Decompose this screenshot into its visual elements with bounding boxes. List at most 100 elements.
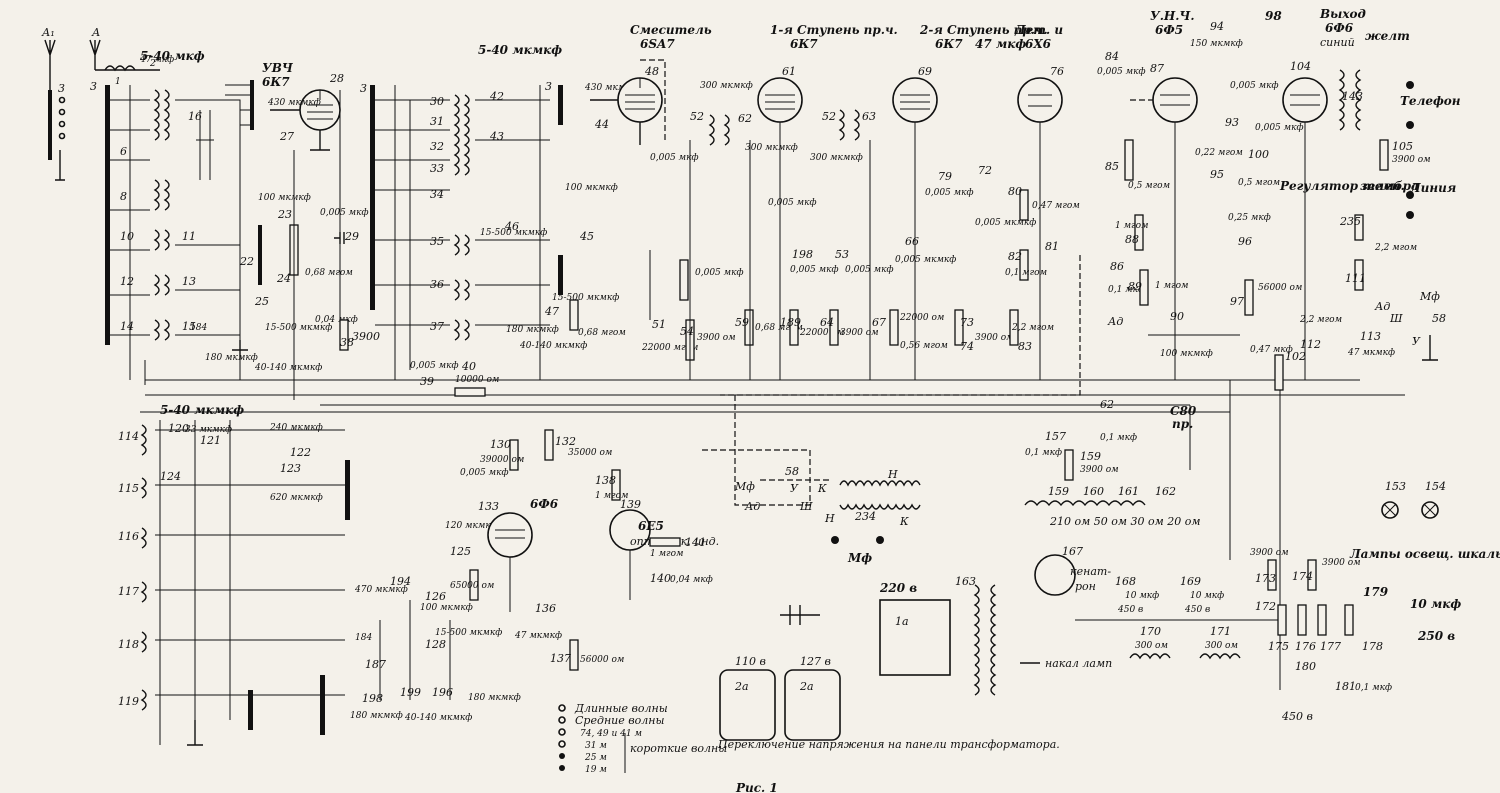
- svg-text:0,005 мкф: 0,005 мкф: [1255, 123, 1304, 133]
- svg-text:27: 27: [279, 130, 294, 143]
- stage-detector: 47 мкф Дет. и 6Х6 76 80 0,47 мгом 82 0,1…: [975, 23, 1123, 380]
- svg-text:52: 52: [822, 110, 836, 123]
- svg-text:240 мкмкф: 240 мкмкф: [269, 423, 323, 433]
- svg-text:250 в: 250 в: [1417, 629, 1455, 643]
- svg-text:2,2 мгом: 2,2 мгом: [1011, 323, 1054, 333]
- svg-text:3900 ом: 3900 ом: [1250, 548, 1289, 558]
- svg-text:31: 31: [430, 115, 444, 128]
- svg-text:28: 28: [329, 72, 344, 85]
- svg-text:105: 105: [1392, 140, 1413, 153]
- svg-text:25 м: 25 м: [584, 753, 607, 763]
- svg-text:накал ламп: накал ламп: [1045, 657, 1112, 670]
- svg-text:У: У: [1412, 335, 1421, 348]
- svg-text:16: 16: [188, 110, 202, 123]
- svg-text:10 мкф: 10 мкф: [1190, 591, 1224, 601]
- svg-text:Н: Н: [887, 468, 898, 481]
- svg-text:44: 44: [594, 118, 609, 131]
- svg-text:24: 24: [276, 272, 291, 285]
- svg-text:1 мгом: 1 мгом: [1155, 281, 1188, 291]
- svg-text:10000 ом: 10000 ом: [455, 375, 499, 385]
- svg-text:180 мкмкф: 180 мкмкф: [350, 711, 403, 721]
- svg-text:104: 104: [1290, 60, 1311, 73]
- svg-text:63: 63: [862, 110, 876, 123]
- svg-text:К: К: [817, 482, 827, 495]
- svg-text:100 мкмкф: 100 мкмкф: [258, 193, 311, 203]
- band-short: короткие волны: [630, 742, 727, 755]
- svg-text:189: 189: [780, 316, 801, 329]
- svg-text:130: 130: [490, 438, 511, 451]
- svg-text:51: 51: [652, 318, 666, 331]
- svg-text:22000 мгом: 22000 мгом: [641, 343, 698, 353]
- svg-text:0,47 мгом: 0,47 мгом: [1032, 201, 1080, 211]
- stage-if2-tube: 6К7: [935, 37, 963, 51]
- bus-wires: [140, 59, 1405, 690]
- svg-text:42: 42: [489, 90, 504, 103]
- svg-text:114: 114: [118, 430, 139, 443]
- stage-rf-title: УВЧ: [262, 61, 294, 75]
- svg-text:47: 47: [544, 305, 559, 318]
- svg-text:87: 87: [1150, 62, 1164, 75]
- svg-text:22000 ом: 22000 ом: [899, 313, 944, 323]
- svg-text:122: 122: [290, 446, 311, 459]
- svg-text:желт: желт: [1365, 29, 1410, 43]
- svg-text:Ад: Ад: [1107, 315, 1123, 328]
- svg-text:73: 73: [960, 316, 974, 329]
- svg-text:40-140 мкмкф: 40-140 мкмкф: [404, 713, 472, 723]
- svg-text:430 мкмкф: 430 мкмкф: [584, 83, 638, 93]
- band-medium: Средние волны: [575, 714, 665, 727]
- svg-text:0,68 мгом: 0,68 мгом: [755, 323, 803, 333]
- svg-text:6Ф6: 6Ф6: [530, 497, 559, 511]
- coil-bank-1: 3 6 8 10 12 14 11 13 15 16 5-40 мкф 22 1…: [90, 49, 322, 385]
- stage-if2-title: 2-я Ступень пр.ч.: [919, 23, 1048, 37]
- stage-out-title: Выход: [1319, 7, 1366, 21]
- svg-text:5-40 мкмкф: 5-40 мкмкф: [478, 43, 562, 57]
- svg-text:74: 74: [960, 340, 974, 353]
- svg-text:127 в: 127 в: [800, 655, 831, 668]
- svg-text:1: 1: [115, 77, 121, 87]
- svg-text:0,5 мгом: 0,5 мгом: [1128, 181, 1170, 191]
- svg-text:180: 180: [1295, 660, 1316, 673]
- svg-text:159: 159: [1080, 450, 1101, 463]
- svg-text:0,005 мкф: 0,005 мкф: [790, 265, 839, 275]
- svg-text:300 мкмкф: 300 мкмкф: [700, 81, 753, 91]
- svg-text:43: 43: [489, 130, 504, 143]
- antenna-section: А₁ А 47 мкф 1 2 3: [41, 26, 174, 181]
- svg-text:2,2 мгом: 2,2 мгом: [1299, 315, 1342, 325]
- svg-text:64: 64: [820, 316, 834, 329]
- svg-text:0,005 мкф: 0,005 мкф: [320, 208, 369, 218]
- svg-text:3900 ом: 3900 ом: [1322, 558, 1361, 568]
- svg-text:178: 178: [1362, 640, 1383, 653]
- svg-text:14: 14: [120, 320, 134, 333]
- stage-rf-tube: 6К7: [262, 75, 290, 89]
- stage-mixer: 430 мкмкф 44 Смеситель 6SA7 48 0,005 мкф…: [584, 23, 744, 380]
- voltage-switch-panel: 110 в 2а 127 в 2а Переключение напряжени…: [717, 655, 1060, 751]
- svg-text:180 мкмкф: 180 мкмкф: [506, 325, 559, 335]
- svg-text:470 мкмкф: 470 мкмкф: [354, 585, 408, 595]
- svg-text:176: 176: [1295, 640, 1316, 653]
- svg-text:3900 ом: 3900 ом: [697, 333, 736, 343]
- svg-text:72: 72: [978, 164, 992, 177]
- band-long: Длинные волны: [574, 702, 668, 715]
- svg-text:Ш: Ш: [1389, 312, 1403, 325]
- svg-text:79: 79: [938, 170, 952, 183]
- svg-text:0,005 мкф: 0,005 мкф: [460, 468, 509, 478]
- svg-text:37: 37: [430, 320, 444, 333]
- svg-text:66: 66: [905, 235, 919, 248]
- stage-det-tube: 6Х6: [1025, 37, 1052, 51]
- svg-text:100 мкмкф: 100 мкмкф: [420, 603, 473, 613]
- svg-text:196: 196: [432, 686, 453, 699]
- stage-rf: УВЧ 6К7 28 430 мкмкф 27 24 0,68 мгом 0,0…: [254, 61, 380, 400]
- oscillator-coils: 5-40 мкмкф 114 115 116 117 118 119 120 3…: [118, 403, 350, 746]
- svg-text:синий: синий: [1320, 36, 1355, 49]
- svg-text:34: 34: [430, 188, 444, 201]
- svg-text:13: 13: [182, 275, 196, 288]
- antenna-a-label: А: [91, 26, 100, 39]
- svg-text:120 мкмкф: 120 мкмкф: [445, 521, 498, 531]
- svg-text:171: 171: [1210, 625, 1231, 638]
- svg-text:0,005 мкмкф: 0,005 мкмкф: [975, 218, 1036, 228]
- svg-text:61: 61: [782, 65, 796, 78]
- svg-text:зелен.: зелен.: [1360, 179, 1405, 193]
- svg-text:180 мкмкф: 180 мкмкф: [468, 693, 521, 703]
- svg-text:3900 ом: 3900 ом: [840, 328, 879, 338]
